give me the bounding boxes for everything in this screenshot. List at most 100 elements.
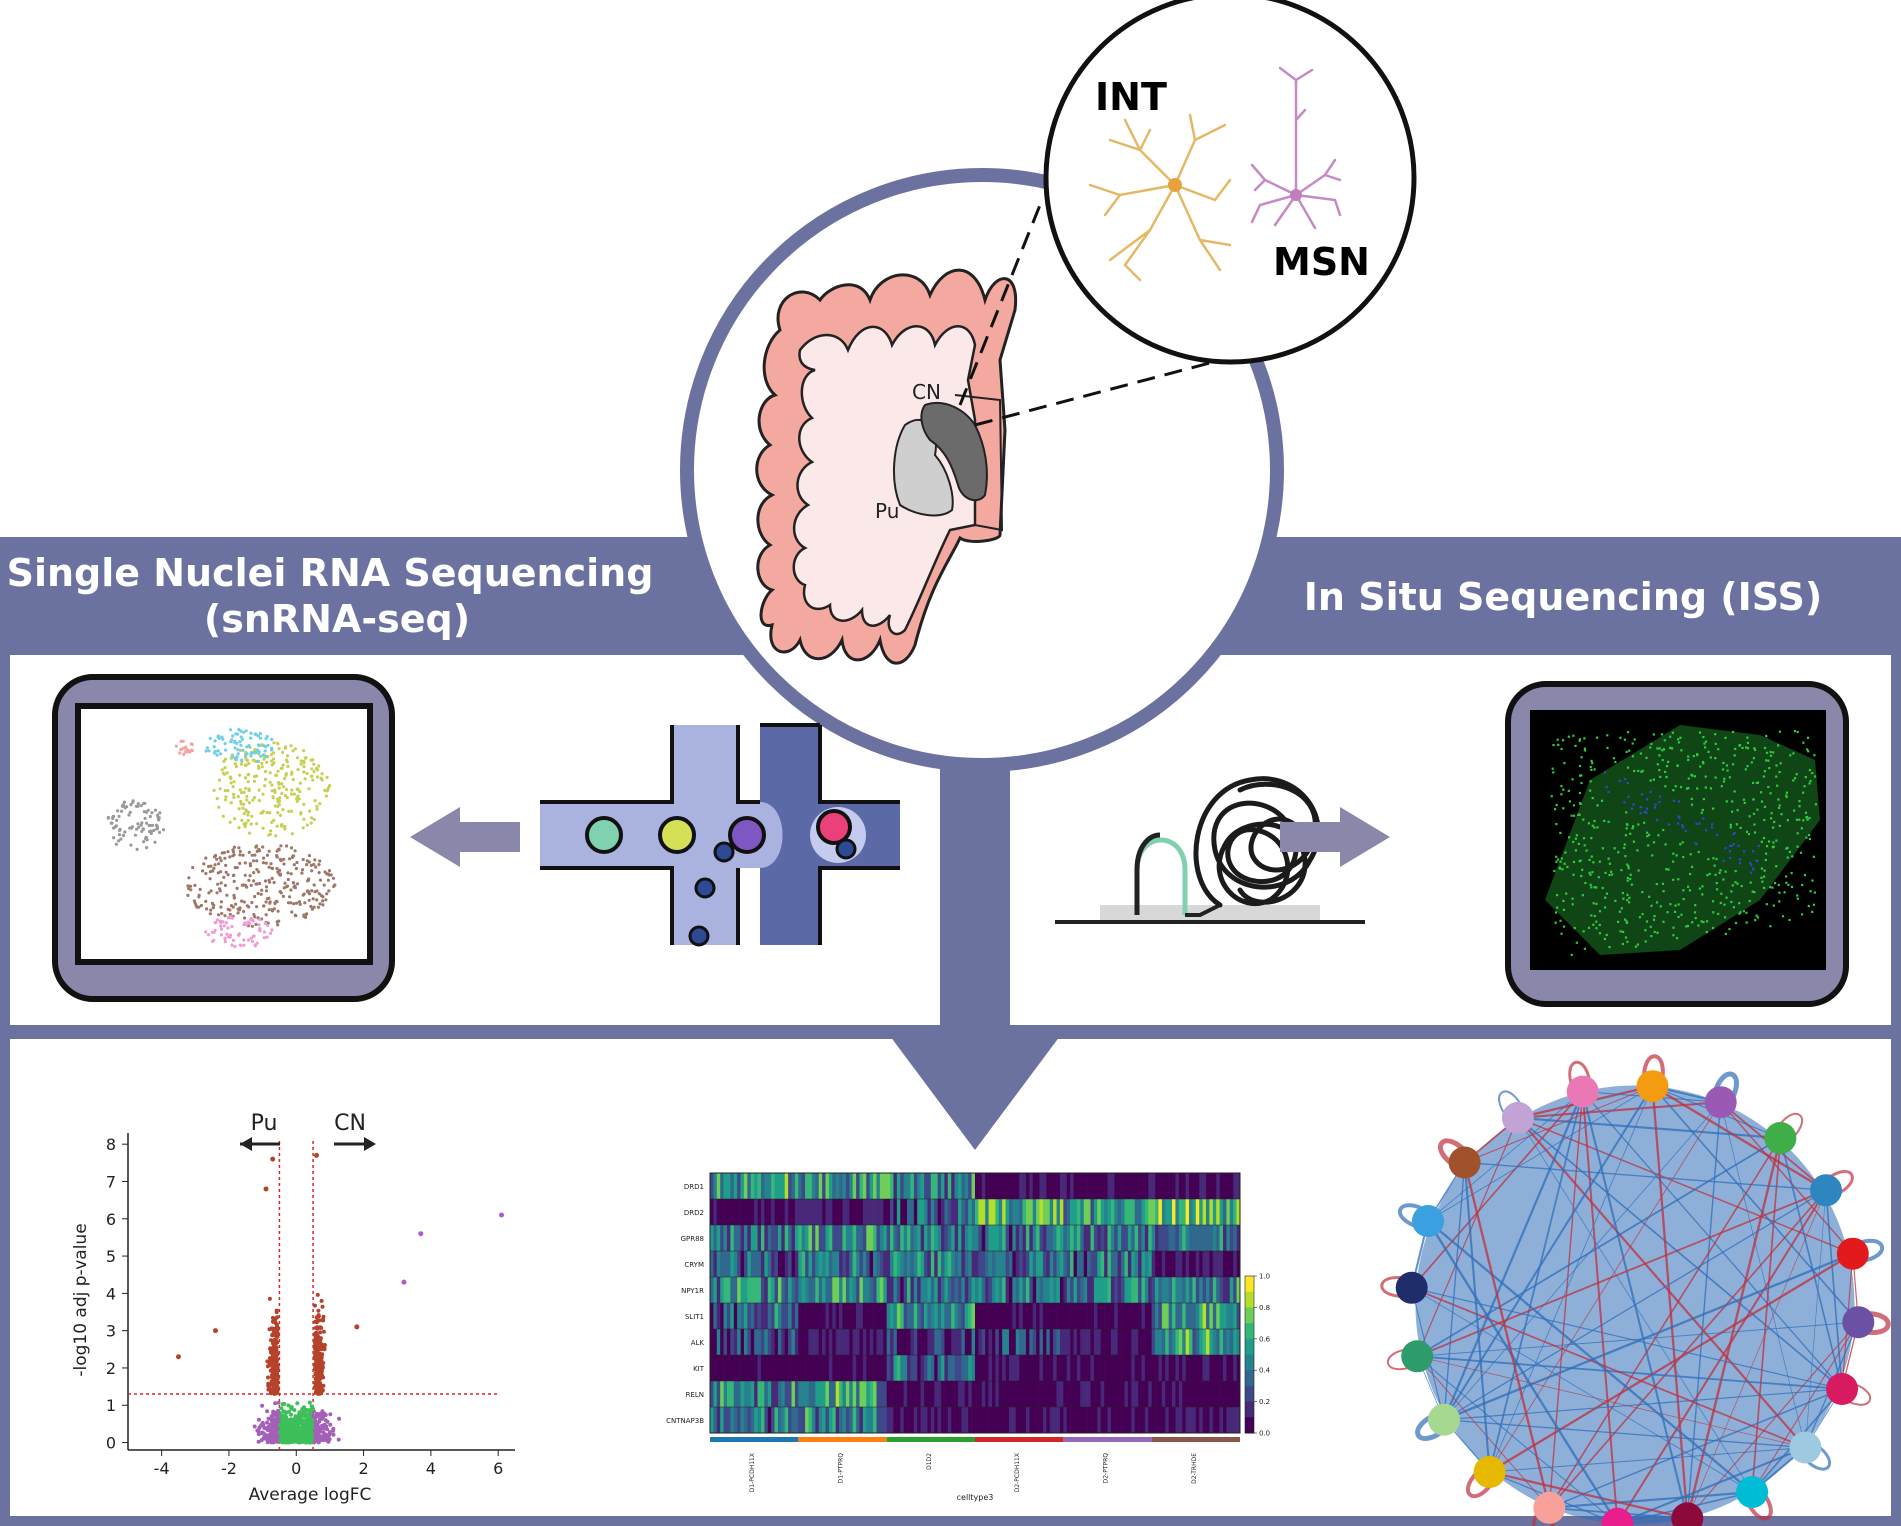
iss-spot <box>1619 736 1622 739</box>
heatmap-cell <box>726 1277 731 1303</box>
heatmap-cell <box>886 1173 891 1199</box>
heatmap-cell <box>1073 1225 1078 1251</box>
heatmap-cell <box>1070 1225 1074 1251</box>
volcano-point <box>288 1431 293 1436</box>
iss-spot <box>1687 885 1690 888</box>
heatmap-cell <box>1158 1329 1163 1355</box>
heatmap-cell <box>1053 1199 1057 1225</box>
umap-point <box>264 737 268 741</box>
volcano-ytick: 3 <box>106 1322 116 1341</box>
umap-point <box>289 872 293 876</box>
volcano-point <box>499 1212 505 1218</box>
umap-point <box>270 876 274 881</box>
umap-point <box>207 891 211 895</box>
heatmap-cell <box>723 1173 728 1199</box>
umap-point <box>145 846 149 850</box>
heatmap-cell <box>743 1329 748 1355</box>
heatmap-cell <box>998 1329 1003 1355</box>
heatmap-cell <box>716 1355 721 1381</box>
umap-point <box>313 890 317 894</box>
iss-spot <box>1667 868 1670 871</box>
umap-point <box>294 866 298 871</box>
heatmap-cell <box>835 1355 840 1381</box>
iss-spot <box>1765 734 1768 738</box>
iss-spot <box>1596 826 1599 829</box>
umap-point <box>145 821 149 825</box>
heatmap-cell <box>924 1303 928 1329</box>
umap-point <box>257 788 261 792</box>
iss-spot <box>1679 843 1682 846</box>
umap-point <box>281 808 285 812</box>
heatmap-cell <box>890 1303 894 1329</box>
heatmap-cell <box>767 1329 772 1355</box>
iss-spot <box>1560 747 1563 751</box>
heatmap-cell <box>730 1381 735 1407</box>
iss-spot <box>1626 899 1629 902</box>
volcano-ytick: 8 <box>106 1135 116 1154</box>
iss-spot <box>1580 875 1583 878</box>
heatmap-cell <box>991 1225 996 1251</box>
iss-spot <box>1603 771 1607 774</box>
iss-spot <box>1556 906 1559 909</box>
heatmap-cell <box>934 1199 938 1225</box>
heatmap-cell <box>958 1251 962 1277</box>
heatmap-cell <box>1148 1199 1152 1225</box>
heatmap-cell <box>1032 1355 1037 1381</box>
iss-spot <box>1789 754 1792 757</box>
iss-spot <box>1760 867 1763 870</box>
heatmap-cell <box>944 1225 949 1251</box>
heatmap-cell <box>1090 1303 1095 1329</box>
heatmap-cell <box>798 1225 803 1251</box>
heatmap-cell <box>937 1251 942 1277</box>
heatmap-cell <box>1093 1199 1098 1225</box>
iss-spot <box>1606 734 1609 737</box>
umap-point <box>139 804 143 808</box>
umap-point <box>254 774 259 778</box>
umap-point <box>298 790 302 794</box>
heatmap-cell <box>985 1329 989 1355</box>
heatmap-cell <box>1032 1303 1037 1329</box>
colorbar-segment <box>1245 1404 1254 1409</box>
iss-spot <box>1795 773 1798 776</box>
umap-point <box>270 737 274 742</box>
iss-spot <box>1732 833 1735 836</box>
iss-spot <box>1572 840 1575 843</box>
volcano-point <box>290 1427 295 1432</box>
heatmap-cell <box>805 1407 809 1433</box>
heatmap-cell <box>1029 1251 1034 1277</box>
heatmap-cell <box>835 1225 840 1251</box>
iss-spot <box>1559 919 1562 922</box>
heatmap-cell <box>879 1251 884 1277</box>
heatmap-cell <box>968 1407 972 1433</box>
colorbar-segment <box>1245 1304 1254 1308</box>
umap-point <box>157 830 162 835</box>
heatmap-cell <box>981 1355 986 1381</box>
umap-point <box>129 803 133 807</box>
umap-point <box>136 822 140 826</box>
heatmap-cell <box>1206 1199 1210 1225</box>
umap-point <box>284 787 288 792</box>
iss-spot <box>1706 920 1709 923</box>
heatmap-cell <box>750 1225 755 1251</box>
iss-spot <box>1702 762 1705 765</box>
heatmap-cell <box>1053 1303 1057 1329</box>
heatmap-cell <box>781 1355 786 1381</box>
umap-point <box>323 788 327 793</box>
heatmap-cell <box>713 1381 718 1407</box>
heatmap-cell <box>1042 1199 1047 1225</box>
umap-point <box>314 865 318 869</box>
heatmap-cell <box>1036 1225 1040 1251</box>
heatmap-cell <box>883 1173 887 1199</box>
umap-point <box>302 765 306 769</box>
heatmap-cell <box>1066 1251 1071 1277</box>
iss-spot <box>1750 871 1753 874</box>
umap-point <box>238 788 242 792</box>
heatmap-cell <box>781 1277 786 1303</box>
heatmap-cell <box>1029 1407 1034 1433</box>
iss-spot <box>1745 921 1748 924</box>
iss-spot <box>1809 890 1812 893</box>
heatmap-cell <box>968 1251 972 1277</box>
umap-point <box>283 777 287 781</box>
heatmap-cell <box>716 1329 721 1355</box>
iss-spot <box>1807 750 1810 753</box>
